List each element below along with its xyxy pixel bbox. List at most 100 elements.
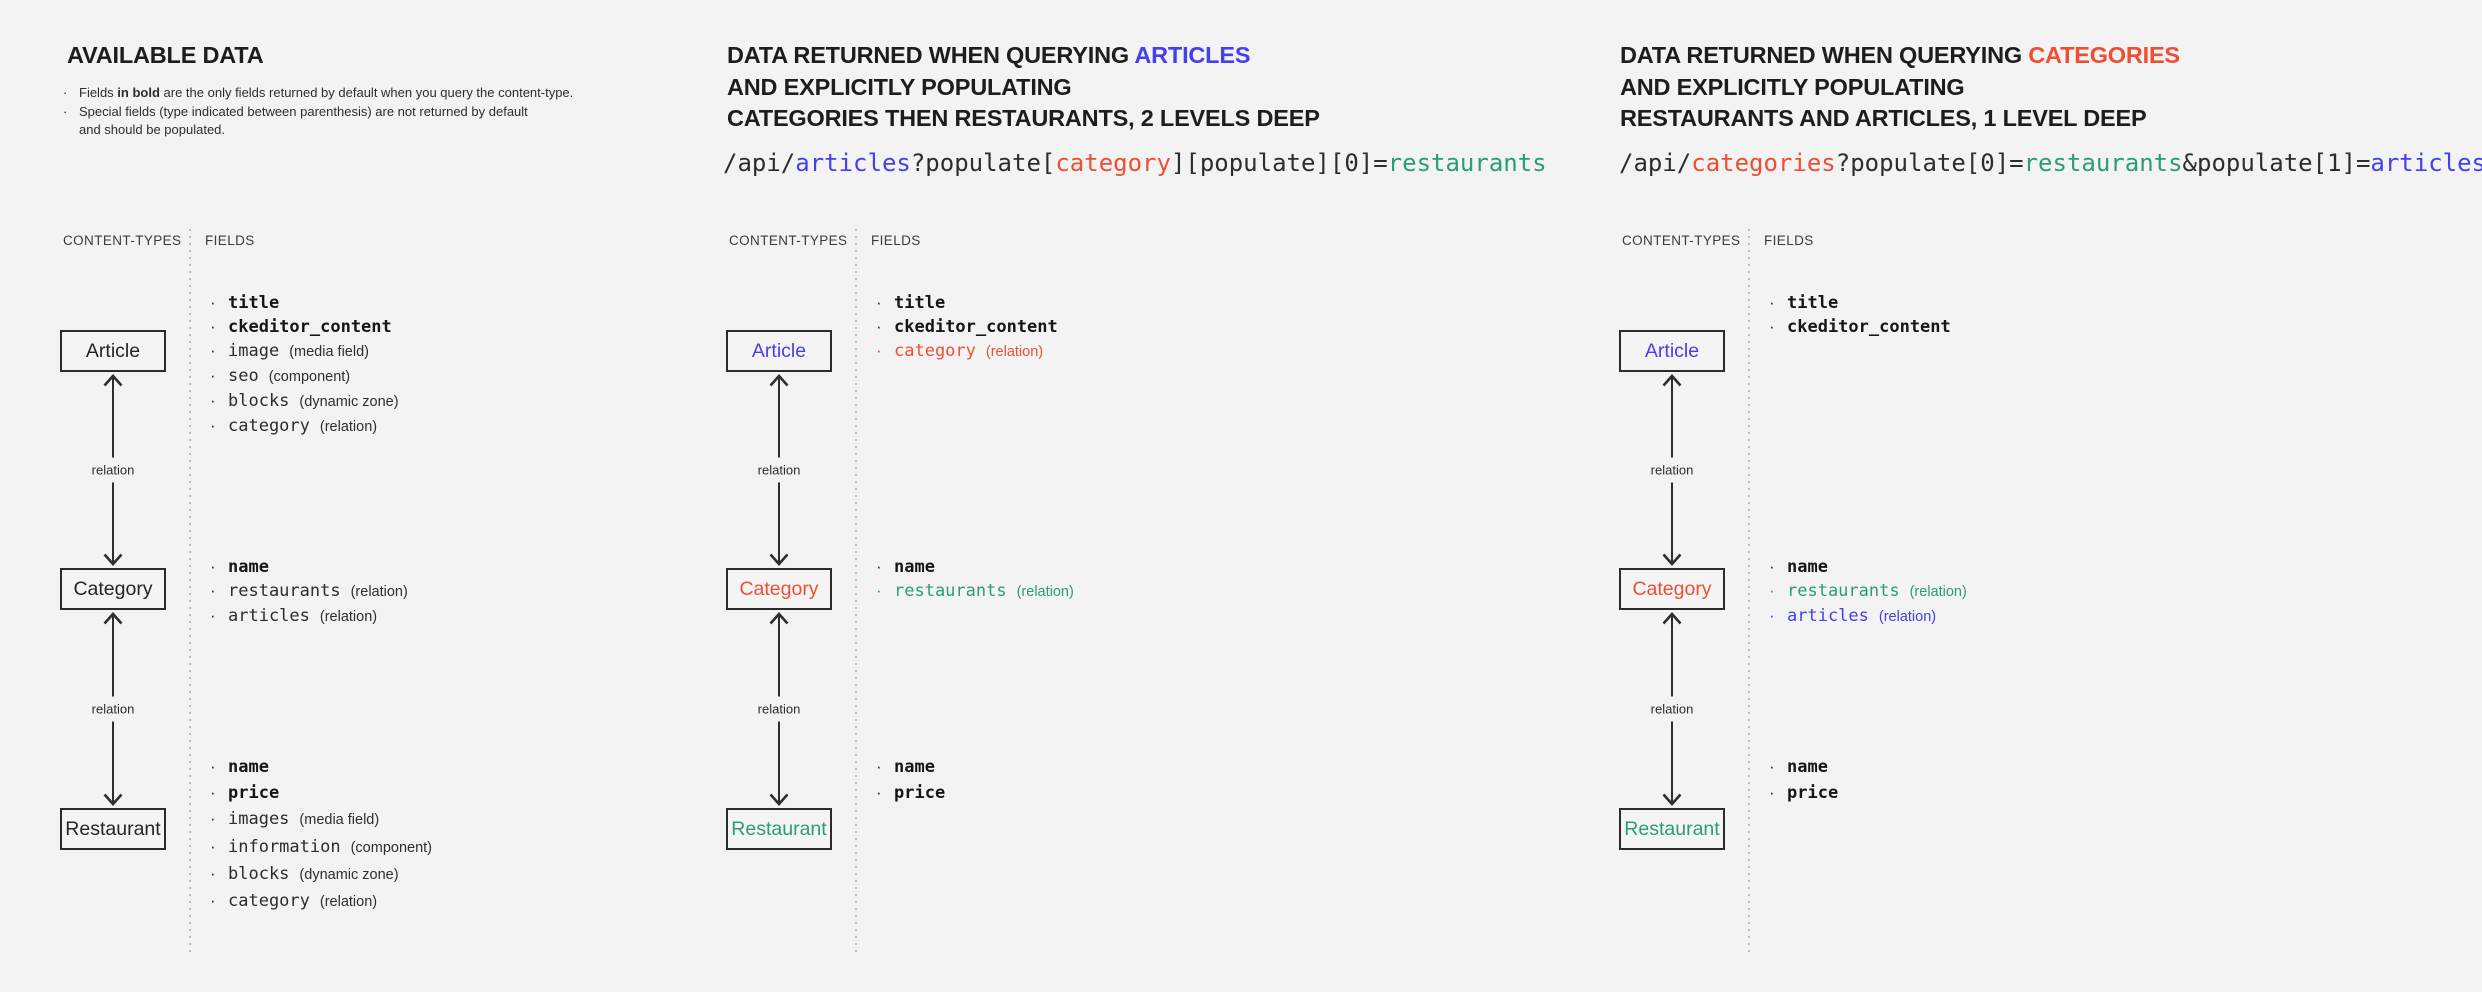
bullet-icon: · (210, 891, 216, 911)
url-segment: restaurants (1387, 149, 1547, 177)
field-row: ·blocks(dynamic zone) (210, 861, 432, 888)
field-type: (dynamic zone) (299, 394, 399, 410)
note-item: · Special fields (type indicated between… (63, 103, 573, 140)
content-types-column-header: CONTENT-TYPES (1622, 233, 1741, 248)
node-label: Category (739, 577, 819, 600)
url-segment: ?populate[0]= (1835, 149, 2024, 177)
url-segment: ][populate][0]= (1170, 149, 1388, 177)
field-name: restaurants (228, 581, 341, 601)
field-name: articles (228, 606, 310, 626)
field-row: ·information(component) (210, 834, 432, 861)
page-title: AVAILABLE DATA (67, 40, 264, 72)
bullet-icon: · (210, 581, 216, 600)
bullet-icon: · (210, 809, 216, 829)
arrow-down-icon (1662, 553, 1682, 566)
bullet-icon: · (876, 757, 882, 776)
arrow-up-icon (769, 612, 789, 625)
page-title: DATA RETURNED WHEN QUERYING CATEGORIES A… (1620, 40, 2180, 135)
field-type: (relation) (1016, 584, 1074, 600)
field-type: (dynamic zone) (299, 866, 399, 883)
field-row: ·name (1769, 754, 1848, 780)
bullet-icon: · (876, 783, 882, 803)
field-row: ·name (210, 555, 408, 579)
bullet-icon: · (1769, 757, 1775, 776)
bullet-icon: · (210, 341, 216, 360)
fields-column-header: FIELDS (1764, 233, 1814, 248)
field-name: price (1787, 783, 1839, 804)
relation-connector: relation (1646, 612, 1698, 806)
content-types-column-header: CONTENT-TYPES (63, 233, 182, 248)
field-name: blocks (228, 391, 290, 411)
bullet-icon: · (1769, 606, 1775, 625)
field-row: · name (210, 754, 432, 780)
relation-connector: relation (87, 374, 139, 566)
node-category: Category (726, 568, 832, 610)
relation-connector: relation (87, 612, 139, 806)
bullet-icon: · (876, 293, 882, 312)
title-line: AND EXPLICITLY POPULATING (727, 73, 1072, 100)
field-name: category (894, 341, 976, 361)
field-type: (relation) (1878, 609, 1937, 625)
queried-type-highlight: ARTICLES (1134, 42, 1251, 68)
field-row: ·articles(relation) (1769, 604, 1967, 629)
note-text: Special fields (type indicated between p… (79, 103, 528, 138)
fields-article: ·title ·ckeditor_content ·image(media fi… (210, 291, 402, 439)
field-name: restaurants (1787, 581, 1900, 601)
bullet-icon: · (1769, 557, 1775, 576)
fields-restaurant: ·name ·price (876, 754, 955, 806)
column-divider (855, 229, 857, 956)
field-row: ·price (876, 780, 955, 806)
field-row: ·image(media field) (210, 339, 402, 364)
fields-article: ·title ·ckeditor_content ·category(relat… (876, 291, 1068, 364)
field-type: (relation) (350, 584, 408, 600)
node-label: Restaurant (731, 817, 827, 840)
arrow-down-icon (103, 553, 123, 566)
title-text: AVAILABLE DATA (67, 42, 264, 68)
field-type: (media field) (289, 344, 369, 360)
title-line: AND EXPLICITLY POPULATING (1620, 73, 1965, 100)
relation-label: relation (1646, 696, 1698, 722)
relation-label: relation (87, 696, 139, 722)
node-article: Article (60, 330, 166, 372)
note-item: · Fields in bold are the only fields ret… (63, 84, 573, 103)
bullet-icon: · (210, 757, 216, 776)
url-segment: articles (795, 149, 911, 177)
panel-available-data: AVAILABLE DATA · Fields in bold are the … (55, 0, 755, 992)
column-divider (1748, 229, 1750, 956)
relation-connector: relation (753, 374, 805, 566)
bullet-icon: · (210, 783, 216, 803)
url-segment: category (1055, 149, 1171, 177)
arrow-down-icon (1662, 793, 1682, 806)
field-name: name (228, 757, 269, 777)
arrow-up-icon (103, 612, 123, 625)
field-row: ·name (1769, 555, 1967, 579)
field-type: (relation) (319, 419, 378, 435)
relation-connector: relation (1646, 374, 1698, 566)
panel-query-articles: DATA RETURNED WHEN QUERYING ARTICLES AND… (721, 0, 1547, 992)
field-name: ckeditor_content (228, 317, 392, 337)
relation-label: relation (87, 457, 139, 483)
field-row: ·ckeditor_content (210, 315, 402, 339)
relation-label: relation (753, 696, 805, 722)
relation-connector: relation (753, 612, 805, 806)
field-row: ·restaurants(relation) (876, 579, 1074, 604)
bullet-icon: · (210, 557, 216, 576)
field-row: ·blocks(dynamic zone) (210, 389, 402, 414)
field-name: ckeditor_content (1787, 317, 1951, 337)
node-restaurant: Restaurant (726, 808, 832, 850)
field-type: (relation) (985, 344, 1044, 360)
field-name: seo (228, 366, 259, 386)
field-name: category (228, 416, 310, 436)
field-type: (component) (350, 839, 432, 856)
field-name: images (228, 809, 290, 830)
node-label: Article (85, 339, 141, 362)
field-name: price (228, 783, 280, 804)
url-segment: /api/ (1619, 149, 1692, 177)
field-name: ckeditor_content (894, 317, 1058, 337)
node-article: Article (1619, 330, 1725, 372)
arrow-down-icon (103, 793, 123, 806)
title-line: CATEGORIES THEN RESTAURANTS, 2 LEVELS DE… (727, 105, 1320, 131)
bullet-icon: · (210, 416, 216, 435)
field-type: (component) (268, 369, 351, 385)
